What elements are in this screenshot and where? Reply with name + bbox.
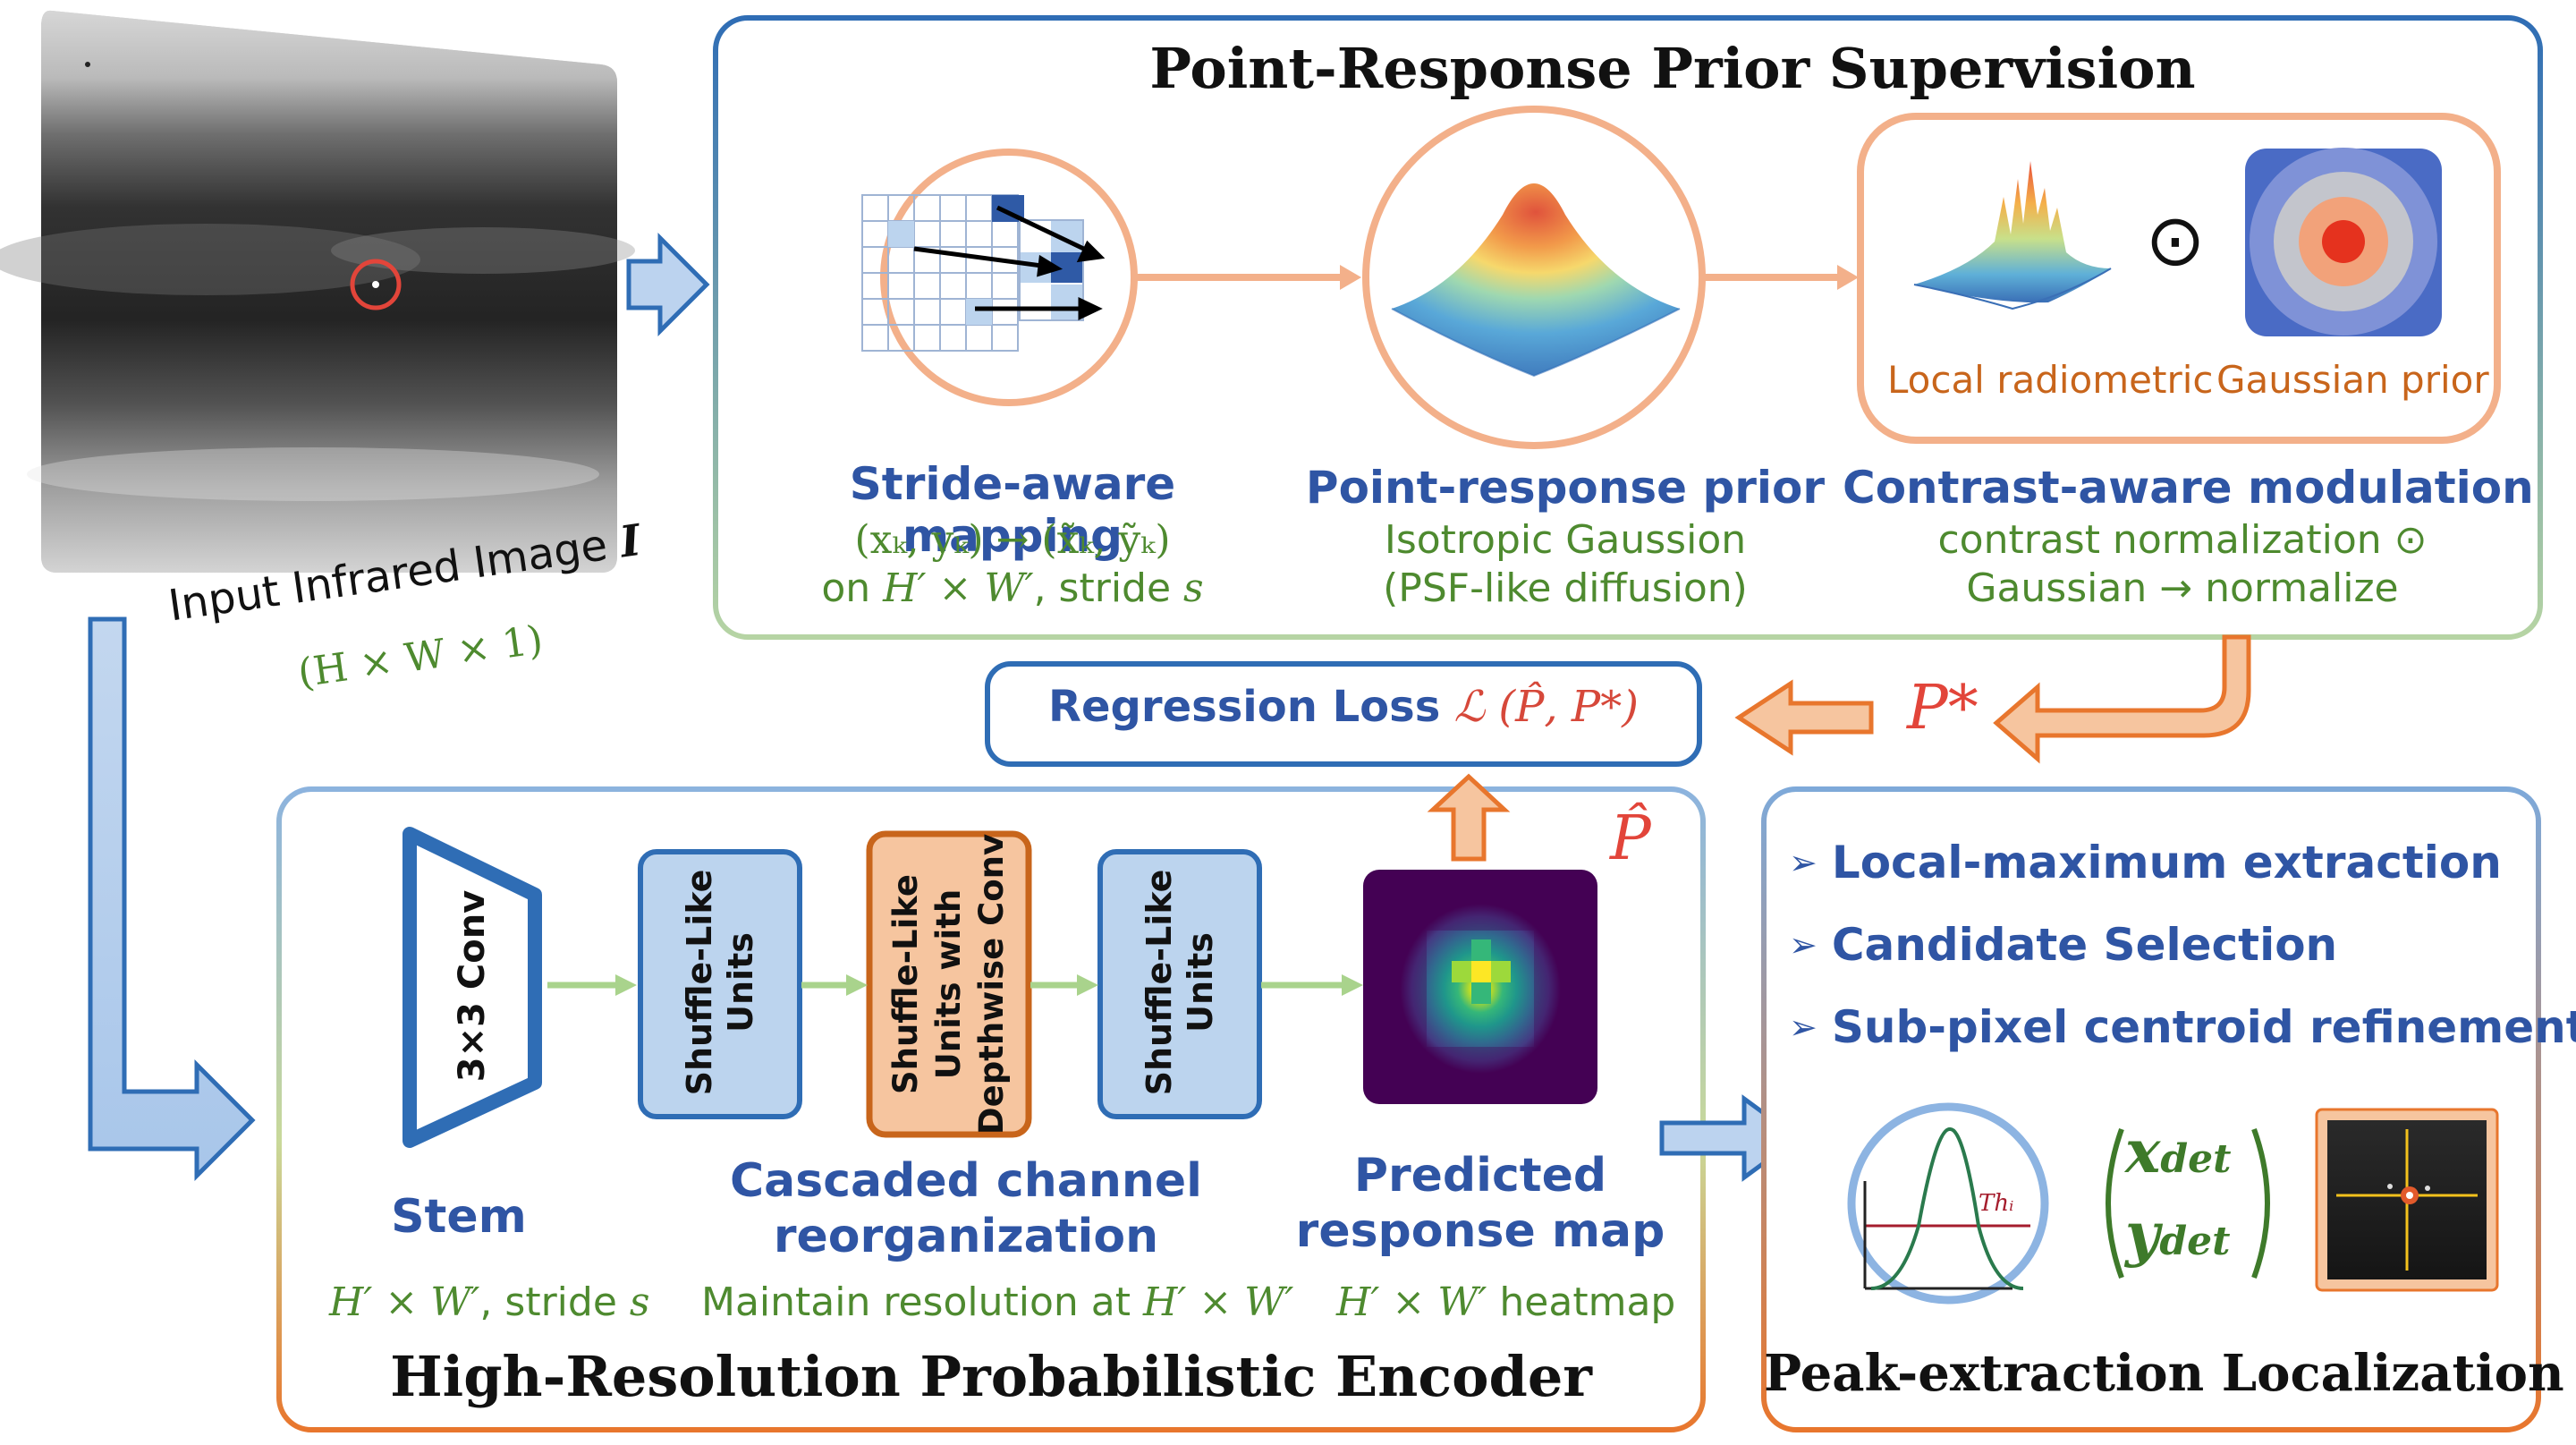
gaussian-prior-label: Gaussian prior (2216, 358, 2489, 402)
contrast-line1: contrast normalization ⊙ (1937, 517, 2428, 563)
loss-label: Regression Loss ℒ (P̂, P*) (987, 682, 1699, 732)
y-det-symbol: y (2125, 1199, 2160, 1269)
hadamard-operator: ⊙ (2145, 199, 2205, 282)
threshold-plot (1847, 1102, 2049, 1305)
pred-sublabel: H′ × W′ heatmap (1336, 1279, 1675, 1325)
stem-sublabel: H′ × W′, stride s (329, 1279, 649, 1325)
unit3-label: Shuffle-Like Units (1140, 869, 1220, 1096)
pred-label-2: response map (1295, 1204, 1665, 1258)
stem-block (402, 827, 542, 1148)
stem-sub-text: , stride (479, 1279, 630, 1325)
x-det-label: xdet (2125, 1117, 2231, 1186)
shuffle-unit-3 (1097, 849, 1262, 1119)
stride-dims: H′ × W′ (883, 565, 1034, 611)
peak-step-1: ➢ Local-maximum extraction (1789, 821, 2531, 904)
coordinate-bracket (2106, 1127, 2270, 1279)
peak-step-text: Candidate Selection (1831, 919, 2338, 971)
input-infrared-image (0, 10, 635, 574)
stride-mapping-illustration (861, 149, 1138, 406)
local-radiometric-label: Local radiometric (1887, 358, 2214, 402)
unit2-label: Shuffle-Like Units with Depthwise Conv (886, 833, 1011, 1135)
crosshair-detection-image (2315, 1108, 2499, 1292)
cascade-sub-text: Maintain resolution at (701, 1279, 1143, 1325)
stride-title: Stride-aware mapping (849, 458, 1176, 562)
target-symbol: P* (1907, 673, 1979, 744)
peak-step-2: ➢ Candidate Selection (1789, 904, 2531, 986)
arrow-heatmap-to-loss (1427, 773, 1511, 862)
pred-sub-text: heatmap (1487, 1279, 1676, 1325)
bullet-arrow-icon: ➢ (1789, 843, 1818, 882)
prior-flow-arrows (1136, 265, 1859, 290)
loss-box (985, 661, 1702, 767)
gaussian-surface (1362, 106, 1706, 449)
point-response-title: Point-response prior (1305, 462, 1826, 514)
stride-grid-info: on H′ × W′, stride s (744, 565, 1281, 611)
prior-title: Point-Response Prior Supervision (1149, 36, 2196, 101)
loss-formula: ℒ (P̂, P*) (1453, 682, 1639, 732)
gaussian-prior-rings (2245, 148, 2442, 336)
target-circle (350, 259, 402, 310)
contrast-line2: Gaussian → normalize (1966, 565, 2399, 611)
unit1-label: Shuffle-Like Units (680, 869, 760, 1096)
peak-step-3: ➢ Sub-pixel centroid refinement (1789, 986, 2576, 1068)
peak-steps-list: ➢ Local-maximum extraction ➢ Candidate S… (1789, 821, 2576, 1068)
bullet-arrow-icon: ➢ (1789, 1007, 1818, 1047)
input-symbol: I (616, 514, 644, 568)
peak-title: Peak-extraction Localization (1764, 1344, 2564, 1403)
stem-var: s (629, 1279, 650, 1325)
loss-text: Regression Loss (1048, 682, 1441, 732)
cascade-label-1: Cascaded channel (730, 1154, 1202, 1208)
threshold-label: Thᵢ (1979, 1190, 2014, 1217)
stride-mid: , stride (1033, 565, 1184, 611)
bullet-arrow-icon: ➢ (1789, 925, 1818, 965)
peak-step-text: Local-maximum extraction (1831, 837, 2502, 888)
y-det-label: ydet (2125, 1199, 2230, 1269)
x-det-subscript: det (2160, 1136, 2232, 1182)
stride-prefix: on (821, 565, 884, 611)
cascade-sublabel: Maintain resolution at H′ × W′ (701, 1279, 1293, 1325)
cascade-dims: H′ × W′ (1142, 1279, 1294, 1325)
stride-formula: (xₖ, yₖ) → (x̃ₖ, ỹₖ) (854, 517, 1171, 563)
encoder-flow-arrows (547, 974, 1363, 996)
shuffle-unit-1 (638, 849, 802, 1119)
pred-symbol: P̂ (1610, 803, 1651, 874)
cascade-label-2: reorganization (773, 1210, 1159, 1263)
pred-label-1: Predicted (1353, 1149, 1607, 1203)
contrast-title: Contrast-aware modulation (1843, 462, 2534, 514)
stem-dims: H′ × W′ (329, 1279, 480, 1325)
arrow-to-encoder (88, 616, 256, 1182)
stem-label: Stem (391, 1190, 527, 1244)
arrow-to-prior (626, 232, 710, 337)
predicted-heatmap (1363, 870, 1597, 1104)
pred-dims: H′ × W′ (1336, 1279, 1487, 1325)
encoder-title: High-Resolution Probabilistic Encoder (390, 1344, 1592, 1409)
y-det-subscript: det (2159, 1219, 2231, 1264)
point-response-line2: (PSF-like diffusion) (1383, 565, 1748, 611)
x-det-symbol: x (2125, 1117, 2161, 1186)
arrow-target-to-loss (1993, 634, 2251, 764)
arrow-into-loss (1734, 679, 1874, 756)
point-response-line1: Isotropic Gaussion (1384, 517, 1747, 563)
stem-block-label: 3×3 Conv (452, 889, 493, 1083)
radiometric-surface (1913, 161, 2112, 310)
peak-step-text: Sub-pixel centroid refinement (1831, 1001, 2576, 1053)
shuffle-unit-dwconv (866, 830, 1032, 1138)
stride-var: s (1183, 565, 1204, 611)
